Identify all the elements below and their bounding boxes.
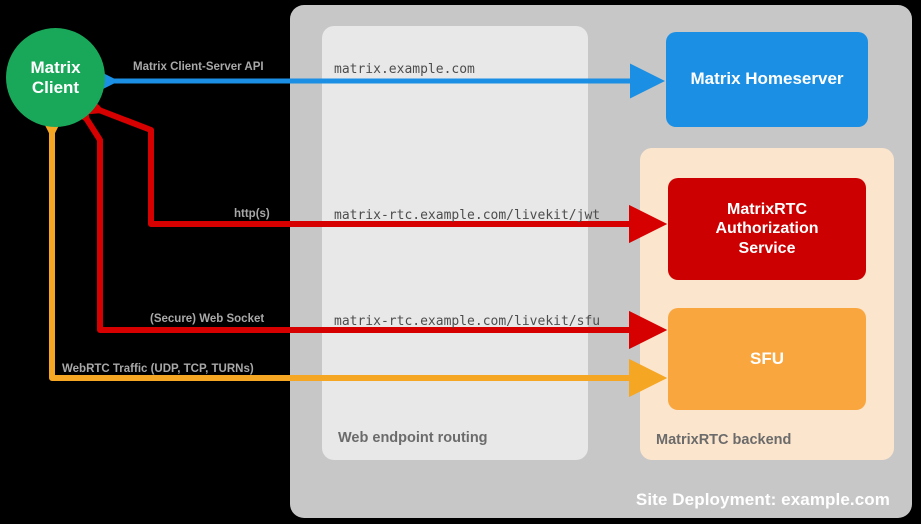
- wire-webrtc-traffic: [32, 100, 668, 398]
- node-matrixrtc-authorization-service[interactable]: MatrixRTC Authorization Service: [668, 178, 866, 280]
- label-secure-web-socket: (Secure) Web Socket: [150, 313, 265, 325]
- endpoint-matrix-example-com: matrix.example.com: [334, 62, 475, 77]
- label-webrtc-traffic: WebRTC Traffic (UDP, TCP, TURNs): [62, 363, 254, 375]
- sfu-label: SFU: [750, 348, 784, 368]
- matrix-client-line-2: Client: [31, 77, 80, 97]
- endpoint-livekit-jwt: matrix-rtc.example.com/livekit/jwt: [334, 208, 601, 223]
- label-matrix-client-server-api: Matrix Client-Server API: [133, 61, 264, 73]
- label-https: http(s): [234, 208, 270, 220]
- site-deployment-label: Site Deployment: example.com: [635, 490, 890, 509]
- node-matrix-client[interactable]: Matrix Client: [6, 28, 105, 127]
- web-endpoint-routing-label: Web endpoint routing: [338, 430, 488, 446]
- node-sfu[interactable]: SFU: [668, 308, 866, 410]
- matrix-homeserver-label: Matrix Homeserver: [690, 69, 844, 89]
- auth-service-line-1: MatrixRTC: [726, 201, 807, 219]
- wire-https: [62, 80, 668, 244]
- node-matrix-homeserver[interactable]: Matrix Homeserver: [666, 32, 868, 127]
- matrixrtc-backend-label: MatrixRTC backend: [656, 432, 792, 448]
- auth-service-line-3: Service: [738, 239, 796, 257]
- auth-service-line-2: Authorization: [715, 220, 819, 238]
- endpoint-livekit-sfu: matrix-rtc.example.com/livekit/sfu: [334, 314, 601, 329]
- matrix-client-line-1: Matrix: [30, 57, 81, 77]
